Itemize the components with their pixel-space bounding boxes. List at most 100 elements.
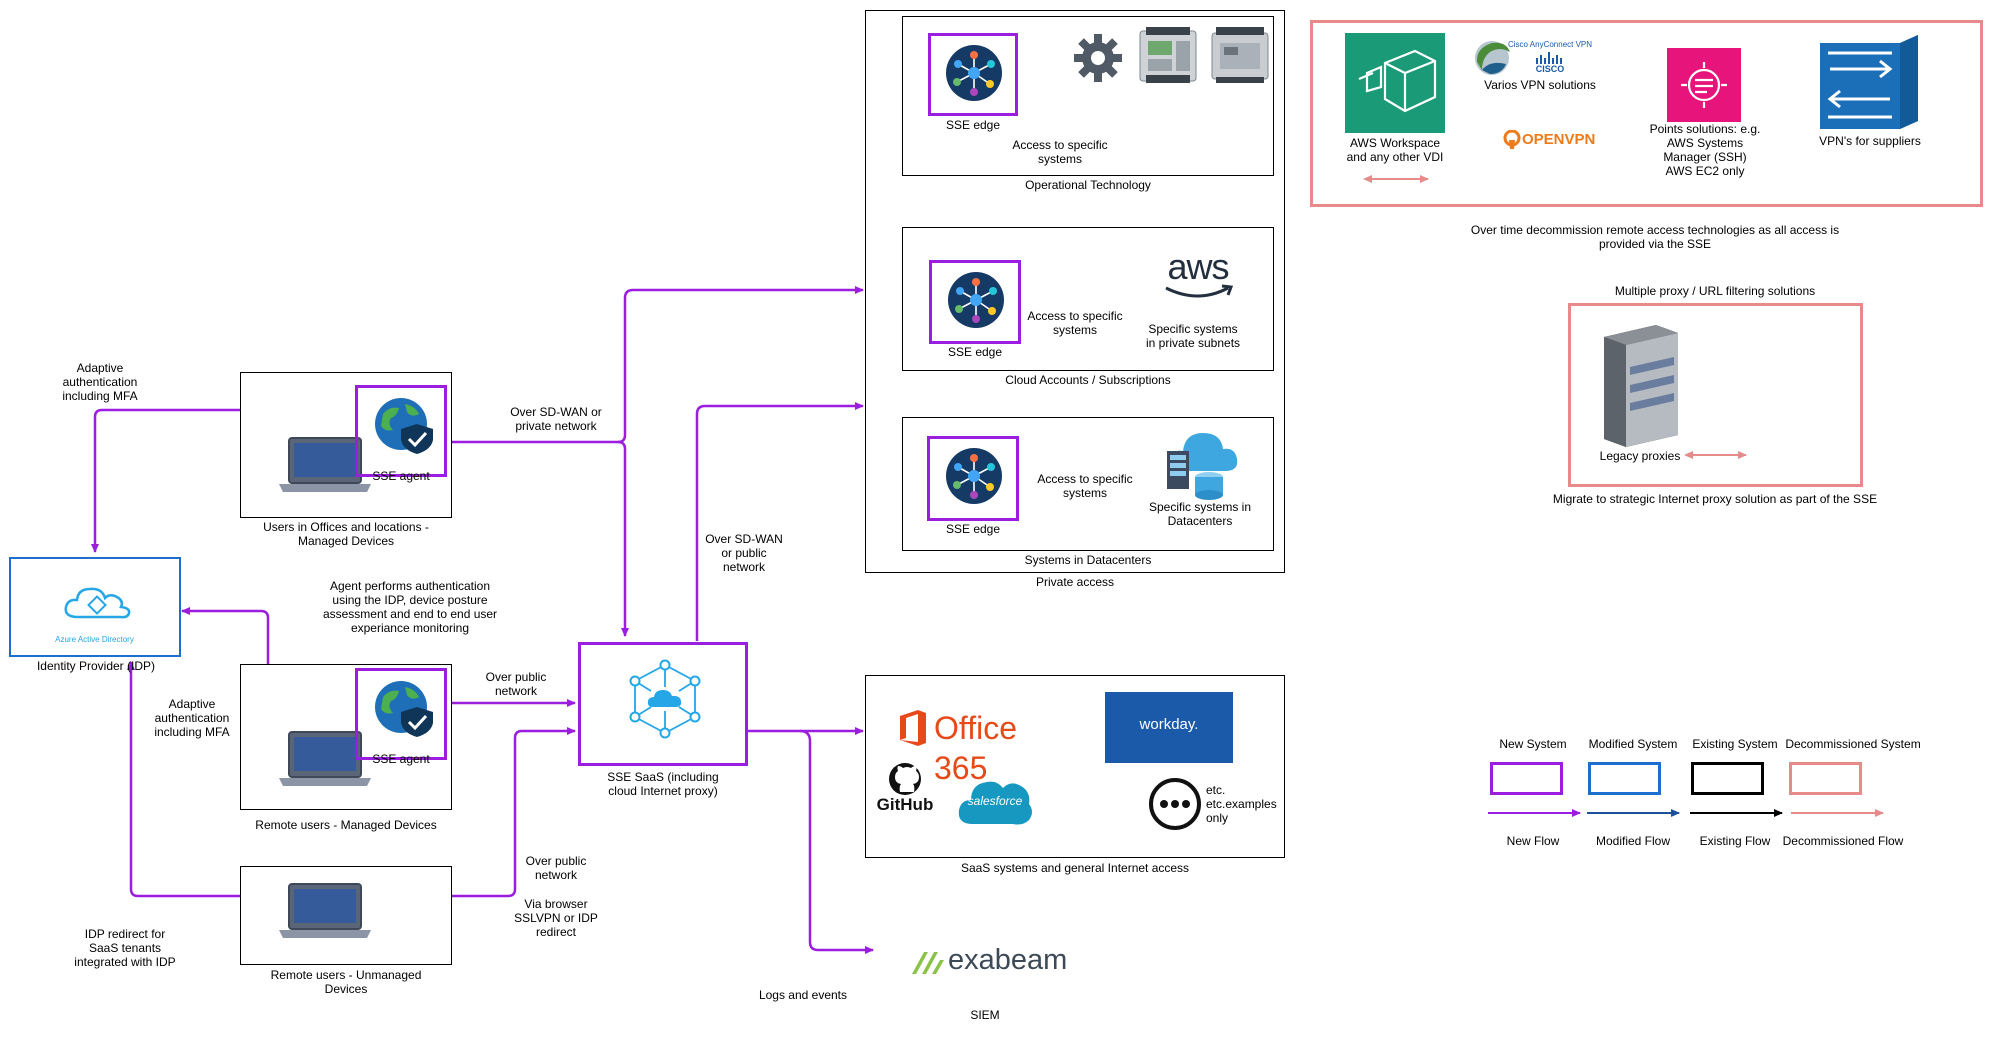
cloud-sse-edge-label: SSE edge bbox=[947, 345, 1003, 359]
legacy-proxy-box bbox=[1568, 303, 1863, 487]
offices-sse-agent-box[interactable] bbox=[355, 385, 447, 477]
vpn-suppliers-label: VPN's for suppliers bbox=[1819, 134, 1921, 148]
laptop-icon bbox=[279, 437, 371, 492]
sse-saas-label: SSE SaaS (including cloud Internet proxy… bbox=[607, 770, 719, 798]
legend-decommissioned-system-swatch bbox=[1789, 762, 1862, 795]
flow-sse-to-siem bbox=[799, 729, 874, 954]
azure-ad-cloud-icon bbox=[64, 587, 131, 619]
more-ellipsis-icon bbox=[1149, 778, 1201, 830]
decommission-box bbox=[1310, 20, 1983, 207]
over-sdwan-public-label: Over SD-WAN or public network bbox=[705, 532, 783, 574]
ot-sse-edge-label: SSE edge bbox=[945, 118, 1001, 132]
remote-sse-agent-box[interactable] bbox=[355, 668, 447, 760]
saas-etc-label: etc. etc.examples only bbox=[1206, 783, 1277, 825]
legacy-proxy-server-icon bbox=[1604, 325, 1678, 447]
plc-controller-icon bbox=[1139, 27, 1197, 83]
cloud-accounts-label: Cloud Accounts / Subscriptions bbox=[1005, 373, 1171, 387]
gear-icon bbox=[1074, 34, 1122, 82]
dc-target-label: Specific systems in Datacenters bbox=[1148, 500, 1252, 528]
openvpn-icon bbox=[1503, 130, 1521, 149]
datacenter-cloud-server-icon bbox=[1167, 433, 1238, 500]
vpn-solutions-label: Varios VPN solutions bbox=[1484, 78, 1596, 92]
cloud-sse-edge-box[interactable] bbox=[929, 260, 1021, 344]
office365-logo-text: Office 365 bbox=[934, 710, 1017, 786]
cisco-bars-icon bbox=[1536, 52, 1562, 64]
legend-decommissioned-system-label: Decommissioned System bbox=[1785, 737, 1921, 751]
over-public-label-1: Over public network bbox=[485, 670, 547, 698]
dc-sse-edge-label: SSE edge bbox=[945, 522, 1001, 536]
datacenter-label: Systems in Datacenters bbox=[1024, 553, 1152, 567]
laptop-icon bbox=[279, 731, 371, 786]
over-sdwan-private-label: Over SD-WAN or private network bbox=[510, 405, 602, 433]
dc-access-label: Access to specific systems bbox=[1037, 472, 1133, 500]
flow-unmanaged-to-idp bbox=[127, 661, 240, 898]
openvpn-logo-text: OPENVPN bbox=[1522, 131, 1596, 148]
legend-modified-system-swatch bbox=[1588, 762, 1661, 795]
cloud-target-label: Specific systems in private subnets bbox=[1145, 322, 1241, 350]
offices-sse-agent-label: SSE agent bbox=[372, 469, 430, 483]
salesforce-cloud-icon bbox=[958, 781, 1032, 825]
private-access-label: Private access bbox=[1035, 575, 1115, 589]
github-icon bbox=[889, 763, 921, 795]
offices-users-label: Users in Offices and locations - Managed… bbox=[263, 520, 429, 548]
plc-module-icon bbox=[1211, 27, 1269, 83]
aws-workspace-icon bbox=[1345, 33, 1445, 133]
flow-agent-to-idp-top bbox=[91, 408, 355, 553]
idp-box[interactable]: Azure Active Directory bbox=[9, 557, 181, 657]
aws-systems-manager-icon bbox=[1667, 48, 1741, 122]
legend-existing-flow-label: Existing Flow bbox=[1699, 834, 1771, 848]
legend-new-flow-label: New Flow bbox=[1506, 834, 1560, 848]
aws-workspace-label: AWS Workspace and any other VDI bbox=[1346, 136, 1444, 164]
workday-logo-text: workday. bbox=[1139, 716, 1199, 733]
ot-label: Operational Technology bbox=[1025, 178, 1151, 192]
proxy-title: Multiple proxy / URL filtering solutions bbox=[1614, 284, 1816, 298]
legacy-proxies-label: Legacy proxies bbox=[1599, 449, 1681, 463]
globe-shield-icon bbox=[375, 398, 433, 454]
legend-new-system-swatch bbox=[1490, 762, 1563, 795]
ot-access-label: Access to specific systems bbox=[1012, 138, 1108, 166]
idp-label: Identity Provider (IDP) bbox=[36, 659, 156, 673]
cisco-anyconnect-text: Cisco AnyConnect VPN bbox=[1508, 40, 1593, 49]
adaptive-auth-mid-label: Adaptive authentication including MFA bbox=[154, 697, 230, 739]
aws-logo: aws bbox=[1167, 246, 1229, 287]
remote-managed-label: Remote users - Managed Devices bbox=[255, 818, 437, 832]
cloud-access-label: Access to specific systems bbox=[1027, 309, 1123, 337]
sse-edge-icon bbox=[946, 45, 1002, 101]
exabeam-logo-text: exabeam bbox=[948, 944, 1068, 976]
ot-sse-edge-box[interactable] bbox=[928, 33, 1018, 116]
legend-existing-system-swatch bbox=[1691, 762, 1764, 795]
logs-events-label: Logs and events bbox=[758, 988, 848, 1002]
legend-new-system-label: New System bbox=[1499, 737, 1567, 751]
via-browser-label: Via browser SSLVPN or IDP redirect bbox=[514, 897, 598, 939]
decommission-note: Over time decommission remote access tec… bbox=[1470, 223, 1840, 251]
workday-logo: workday. bbox=[1105, 692, 1233, 763]
legend-modified-system-label: Modified System bbox=[1588, 737, 1678, 751]
idp-redirect-label: IDP redirect for SaaS tenants integrated… bbox=[74, 927, 176, 969]
sse-edge-icon bbox=[946, 448, 1002, 504]
vpn-gateway-icon bbox=[1820, 35, 1918, 129]
remote-unmanaged-label: Remote users - Unmanaged Devices bbox=[270, 968, 422, 996]
adaptive-auth-top-label: Adaptive authentication including MFA bbox=[62, 361, 138, 403]
saas-label: SaaS systems and general Internet access bbox=[960, 861, 1190, 875]
cisco-logo-text: CISCO bbox=[1535, 64, 1565, 74]
agent-auth-label: Agent performs authentication using the … bbox=[322, 579, 498, 635]
office365-icon bbox=[900, 710, 926, 746]
points-solutions-label: Points solutions: e.g. AWS Systems Manag… bbox=[1649, 122, 1761, 178]
azure-ad-logo-text: Azure Active Directory bbox=[55, 635, 134, 644]
flow-unmanaged-to-sse bbox=[452, 727, 576, 898]
legend-existing-system-label: Existing System bbox=[1692, 737, 1778, 751]
sse-edge-icon bbox=[948, 272, 1004, 328]
aws-smile-icon bbox=[1165, 284, 1234, 298]
salesforce-logo-text: salesforce bbox=[967, 794, 1023, 808]
exabeam-icon bbox=[912, 952, 944, 974]
globe-shield-icon bbox=[375, 681, 433, 737]
cloud-network-icon bbox=[629, 659, 701, 739]
flow-office-to-private bbox=[617, 286, 864, 444]
dc-sse-edge-box[interactable] bbox=[927, 436, 1019, 521]
over-public-label-2: Over public network bbox=[525, 854, 587, 882]
sse-saas-box[interactable] bbox=[578, 642, 748, 766]
cisco-anyconnect-icon bbox=[1475, 41, 1510, 75]
siem-label: SIEM bbox=[970, 1008, 1000, 1022]
proxy-migrate-note: Migrate to strategic Internet proxy solu… bbox=[1552, 492, 1878, 506]
github-logo-text: GitHub bbox=[876, 795, 934, 814]
